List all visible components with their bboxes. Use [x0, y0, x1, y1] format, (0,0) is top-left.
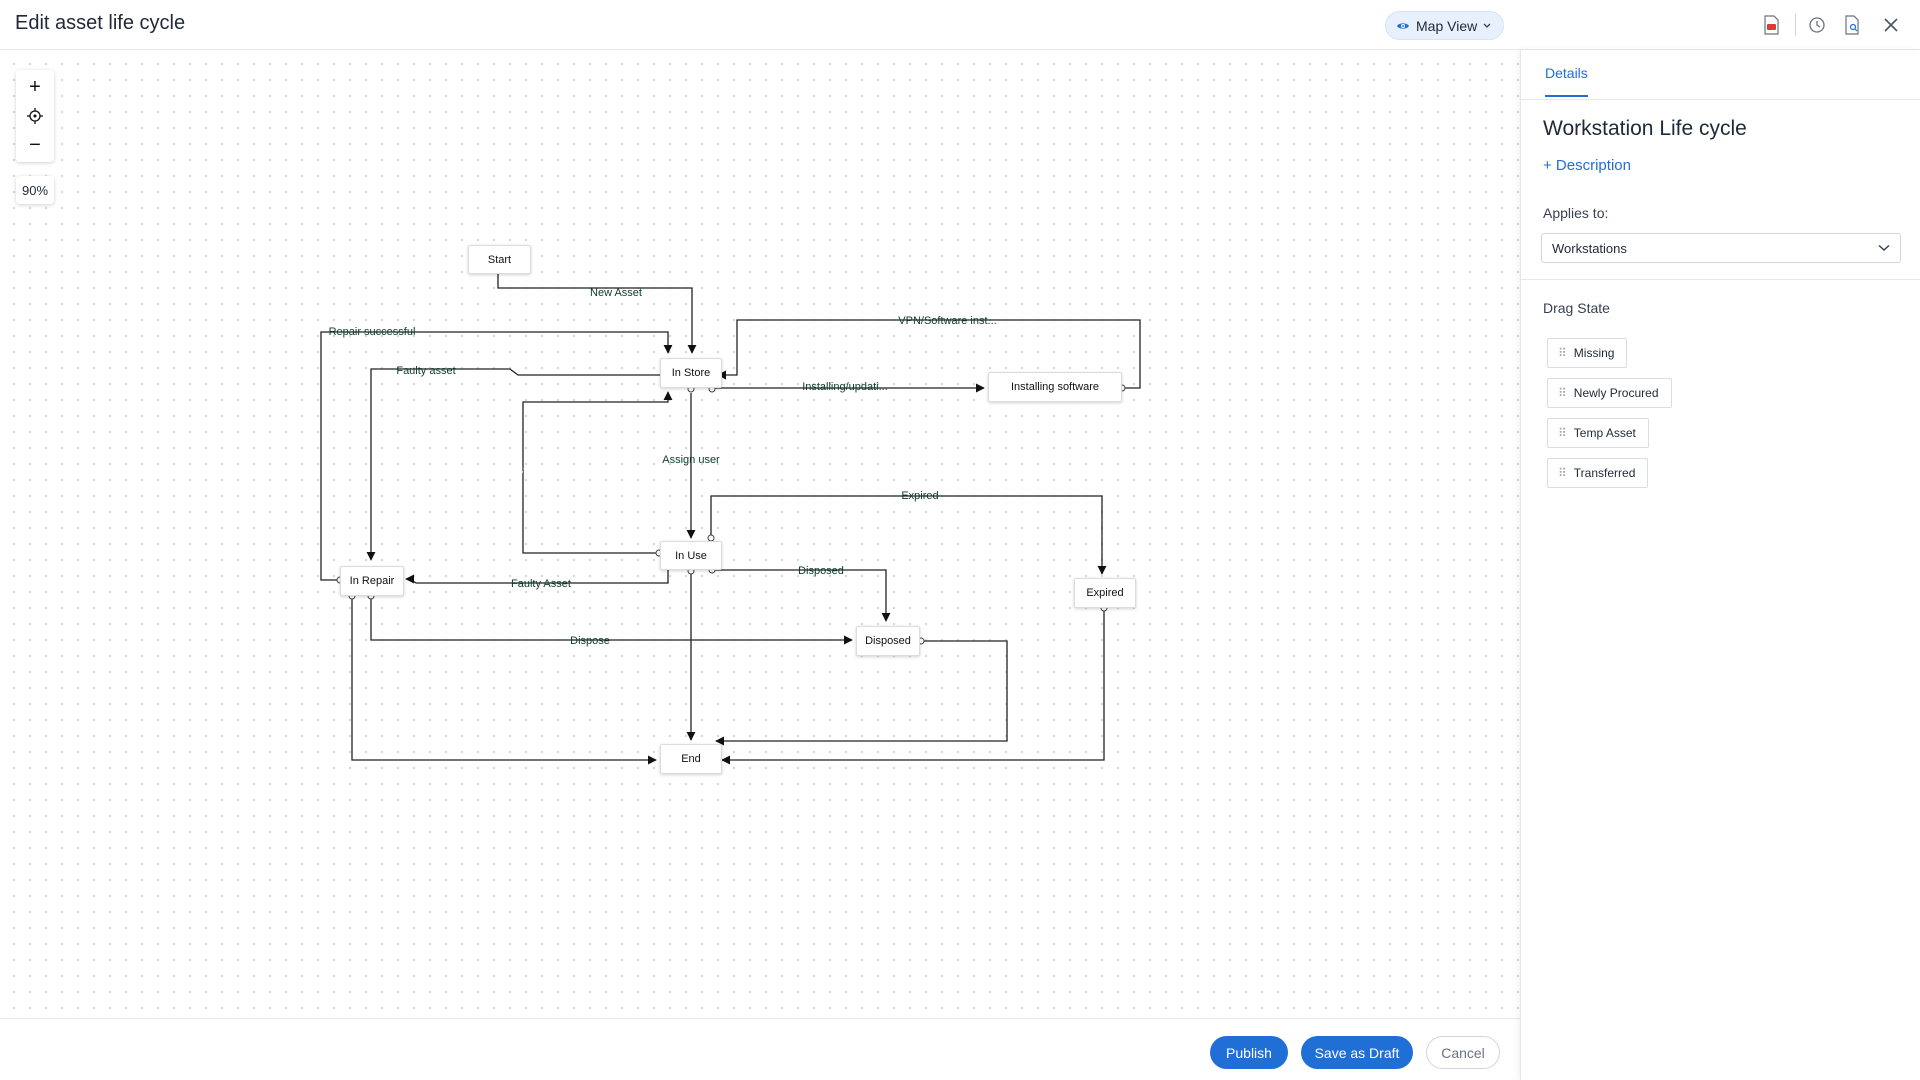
drag-handle-icon: ⠿	[1558, 386, 1567, 400]
state-start[interactable]: Start	[468, 245, 531, 274]
cancel-button[interactable]: Cancel	[1426, 1036, 1500, 1069]
edge-faulty-asset-upper	[405, 570, 669, 584]
drag-handle-icon: ⠿	[1558, 466, 1567, 480]
drag-handle-icon: ⠿	[1558, 426, 1567, 440]
map-view-toggle[interactable]: Map View	[1385, 11, 1505, 40]
transition-label-text: Disposed	[798, 564, 844, 577]
transition-dispose[interactable]: Dispose	[559, 631, 621, 650]
zoom-in-button[interactable]: +	[29, 75, 41, 98]
eye-icon	[1397, 22, 1409, 29]
transition-label-text: Dispose	[570, 634, 610, 647]
transition-label-text: Faulty asset	[396, 364, 456, 377]
chevron-down-icon	[1483, 23, 1491, 28]
applies-to-select[interactable]: Workstations	[1541, 233, 1901, 263]
zoom-out-button[interactable]: −	[29, 133, 41, 156]
transition-label-text: Assign user	[662, 453, 720, 466]
lifecycle-name[interactable]: Workstation Life cycle	[1543, 117, 1747, 140]
drag-handle-icon: ⠿	[1558, 346, 1567, 360]
applies-to-value: Workstations	[1552, 240, 1627, 256]
chevron-down-icon	[1878, 244, 1890, 252]
edge-dispose	[370, 597, 853, 645]
transition-new-asset[interactable]: New Asset	[576, 283, 656, 302]
transition-label-text: VPN/Software inst...	[898, 314, 997, 327]
document-search-icon[interactable]	[1841, 14, 1863, 36]
zoom-controls: + −	[16, 70, 54, 162]
header-divider	[1795, 14, 1796, 36]
transition-disposed[interactable]: Disposed	[786, 561, 856, 580]
edge-expired-end	[721, 610, 1105, 765]
crosshair-icon	[27, 108, 43, 124]
drag-state-text: Missing	[1573, 346, 1615, 360]
lifecycle-canvas[interactable]: + − 90%	[0, 50, 1520, 1018]
page-title: Edit asset life cycle	[15, 12, 186, 34]
transition-label-text: Repair successful	[328, 325, 416, 338]
add-description-link[interactable]: + Description	[1543, 157, 1631, 174]
state-in-repair[interactable]: In Repair	[340, 566, 404, 596]
state-expired[interactable]: Expired	[1074, 578, 1136, 608]
transition-label-text: Expired	[901, 489, 939, 502]
publish-button[interactable]: Publish	[1210, 1036, 1288, 1069]
panel-divider	[1521, 279, 1920, 280]
transition-faulty-asset-upper[interactable]: Faulty Asset	[500, 574, 582, 593]
applies-to-label: Applies to:	[1543, 205, 1609, 221]
transition-faulty-asset-lower[interactable]: Faulty asset	[386, 361, 466, 380]
transition-in-store[interactable]: In Store	[493, 461, 553, 480]
state-in-store[interactable]: In Store	[660, 358, 722, 388]
edge-disposed	[712, 569, 891, 622]
state-installing-software[interactable]: Installing software	[988, 372, 1122, 402]
edge-in-repair-end	[351, 597, 657, 765]
transition-label-text: In Store	[503, 464, 543, 477]
history-icon[interactable]	[1806, 14, 1828, 36]
footer: Publish Save as Draft Cancel	[0, 1018, 1520, 1080]
transition-label-text: New Asset	[590, 286, 642, 299]
drag-state-missing[interactable]: ⠿ Missing	[1547, 338, 1628, 368]
details-panel: Details Workstation Life cycle + Descrip…	[1520, 50, 1920, 1080]
header: Edit asset life cycle Map View	[0, 0, 1920, 50]
transition-expired[interactable]: Expired	[891, 486, 949, 505]
transition-connectors	[320, 273, 1141, 765]
recenter-button[interactable]	[19, 103, 51, 129]
drag-state-text: Newly Procured	[1573, 386, 1659, 400]
transition-label-text: Faulty Asset	[511, 577, 571, 590]
transition-label-text: Installing/updati...	[802, 380, 888, 393]
drag-state-text: Transferred	[1573, 466, 1636, 480]
pdf-icon[interactable]	[1760, 14, 1782, 36]
map-view-label: Map View	[1416, 17, 1478, 34]
drag-state-newly-procured[interactable]: ⠿ Newly Procured	[1547, 378, 1672, 408]
drag-state-temp-asset[interactable]: ⠿ Temp Asset	[1547, 418, 1649, 448]
tab-details[interactable]: Details	[1545, 65, 1588, 97]
transition-repair-successful[interactable]: Repair successful	[321, 322, 423, 341]
state-end[interactable]: End	[660, 744, 722, 774]
drag-state-text: Temp Asset	[1573, 426, 1636, 440]
edge-expired	[710, 495, 1107, 575]
zoom-level: 90%	[16, 176, 54, 204]
panel-tabs: Details	[1521, 50, 1920, 100]
close-icon[interactable]	[1880, 14, 1902, 36]
state-disposed[interactable]: Disposed	[856, 626, 920, 656]
transition-vpn-software[interactable]: VPN/Software inst...	[885, 311, 1010, 330]
drag-state-label: Drag State	[1543, 300, 1610, 316]
transition-assign-user[interactable]: Assign user	[650, 450, 732, 469]
edge-in-store	[522, 391, 673, 554]
transition-installing-updating[interactable]: Installing/updati...	[790, 377, 900, 396]
edge-disposed-end	[715, 640, 1008, 746]
drag-state-transferred[interactable]: ⠿ Transferred	[1547, 458, 1649, 488]
edge-faulty-asset-lower	[366, 368, 660, 561]
state-in-use[interactable]: In Use	[660, 541, 722, 570]
save-draft-button[interactable]: Save as Draft	[1301, 1036, 1413, 1069]
